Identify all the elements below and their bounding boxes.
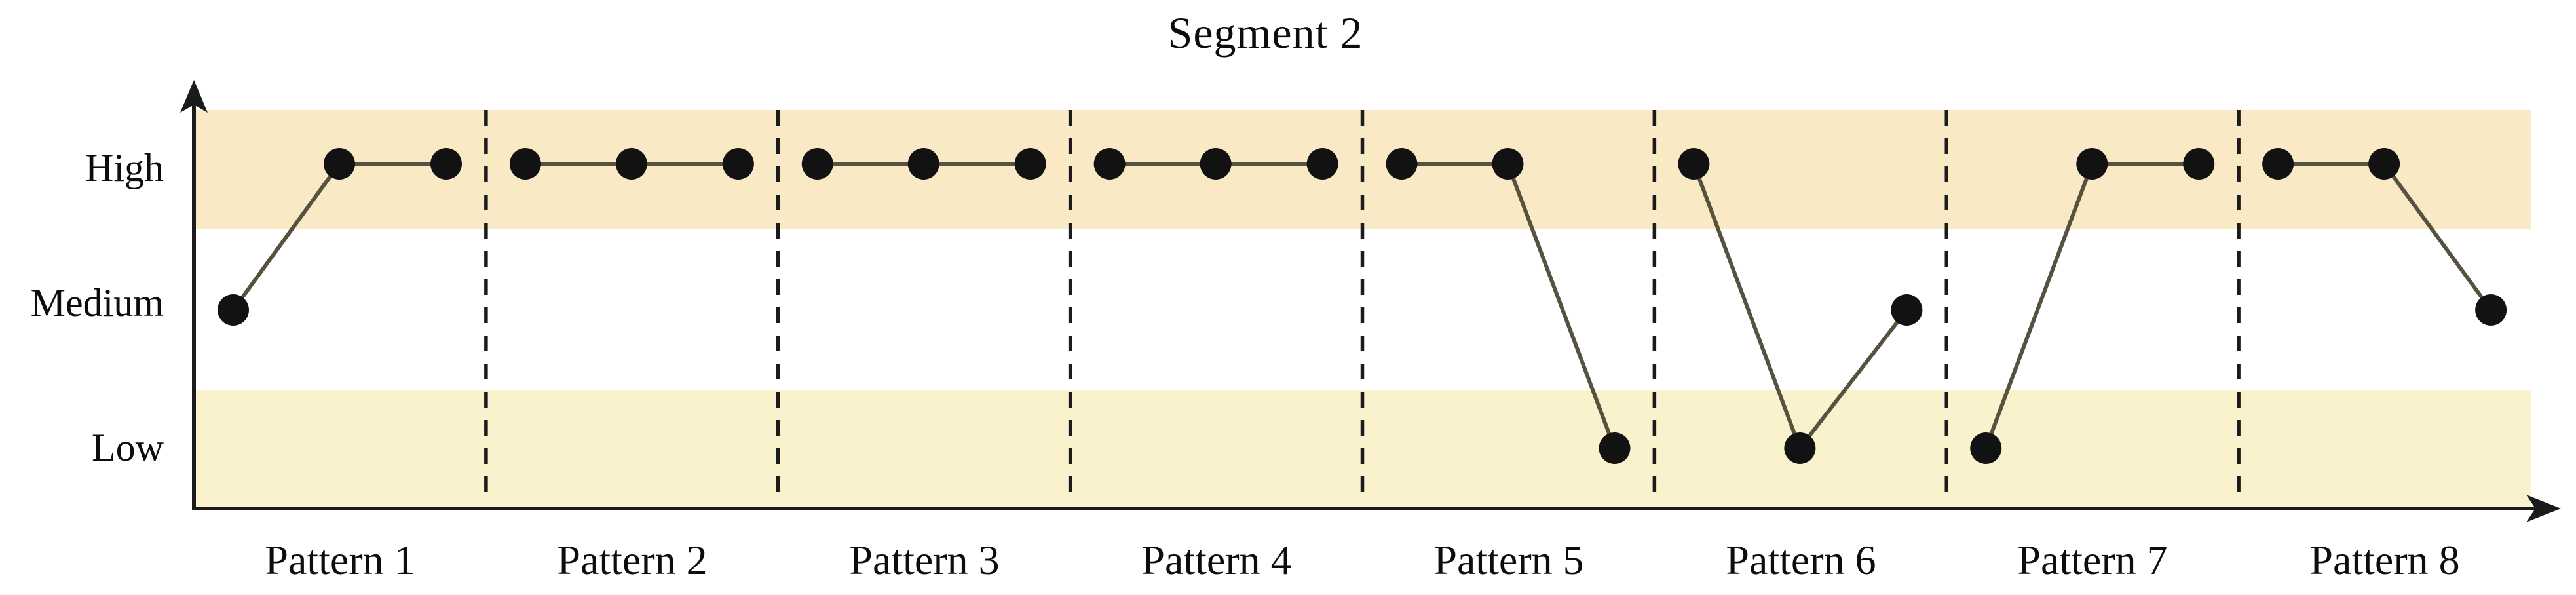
data-point bbox=[1093, 148, 1126, 180]
data-point bbox=[1970, 432, 2002, 464]
x-axis-label-pattern-4: Pattern 4 bbox=[1141, 537, 1292, 583]
y-tick-label-medium: Medium bbox=[30, 281, 164, 324]
y-tick-label-low: Low bbox=[92, 426, 164, 469]
data-point bbox=[2076, 148, 2108, 180]
data-point bbox=[615, 148, 647, 180]
data-point bbox=[1386, 148, 1418, 180]
data-point bbox=[1599, 432, 1631, 464]
data-point bbox=[1678, 148, 1710, 180]
data-point bbox=[722, 148, 754, 180]
x-axis-label-pattern-7: Pattern 7 bbox=[2017, 537, 2168, 583]
data-point bbox=[2368, 148, 2400, 180]
x-axis-label-pattern-3: Pattern 3 bbox=[849, 537, 1000, 583]
x-axis-label-pattern-8: Pattern 8 bbox=[2309, 537, 2460, 583]
x-axis-label-pattern-2: Pattern 2 bbox=[557, 537, 708, 583]
x-axis-label-pattern-1: Pattern 1 bbox=[265, 537, 415, 583]
y-tick-label-high: High bbox=[85, 146, 164, 189]
data-point bbox=[907, 148, 939, 180]
data-point bbox=[801, 148, 833, 180]
y-axis-arrow-icon bbox=[180, 80, 208, 113]
data-point bbox=[1200, 148, 1232, 180]
x-axis-label-pattern-5: Pattern 5 bbox=[1433, 537, 1584, 583]
data-point bbox=[324, 148, 355, 180]
data-point bbox=[1784, 432, 1816, 464]
data-point bbox=[1014, 148, 1046, 180]
data-point bbox=[1891, 294, 1923, 326]
data-point bbox=[1306, 148, 1338, 180]
chart-title: Segment 2 bbox=[1167, 7, 1363, 58]
data-point bbox=[2475, 294, 2507, 326]
data-point bbox=[2183, 148, 2215, 180]
data-point bbox=[218, 294, 249, 326]
x-axis-label-pattern-6: Pattern 6 bbox=[1726, 537, 1876, 583]
data-point bbox=[2262, 148, 2294, 180]
x-axis-arrow-icon bbox=[2526, 495, 2561, 522]
data-point bbox=[430, 148, 462, 180]
data-point bbox=[1492, 148, 1524, 180]
data-point bbox=[509, 148, 541, 180]
